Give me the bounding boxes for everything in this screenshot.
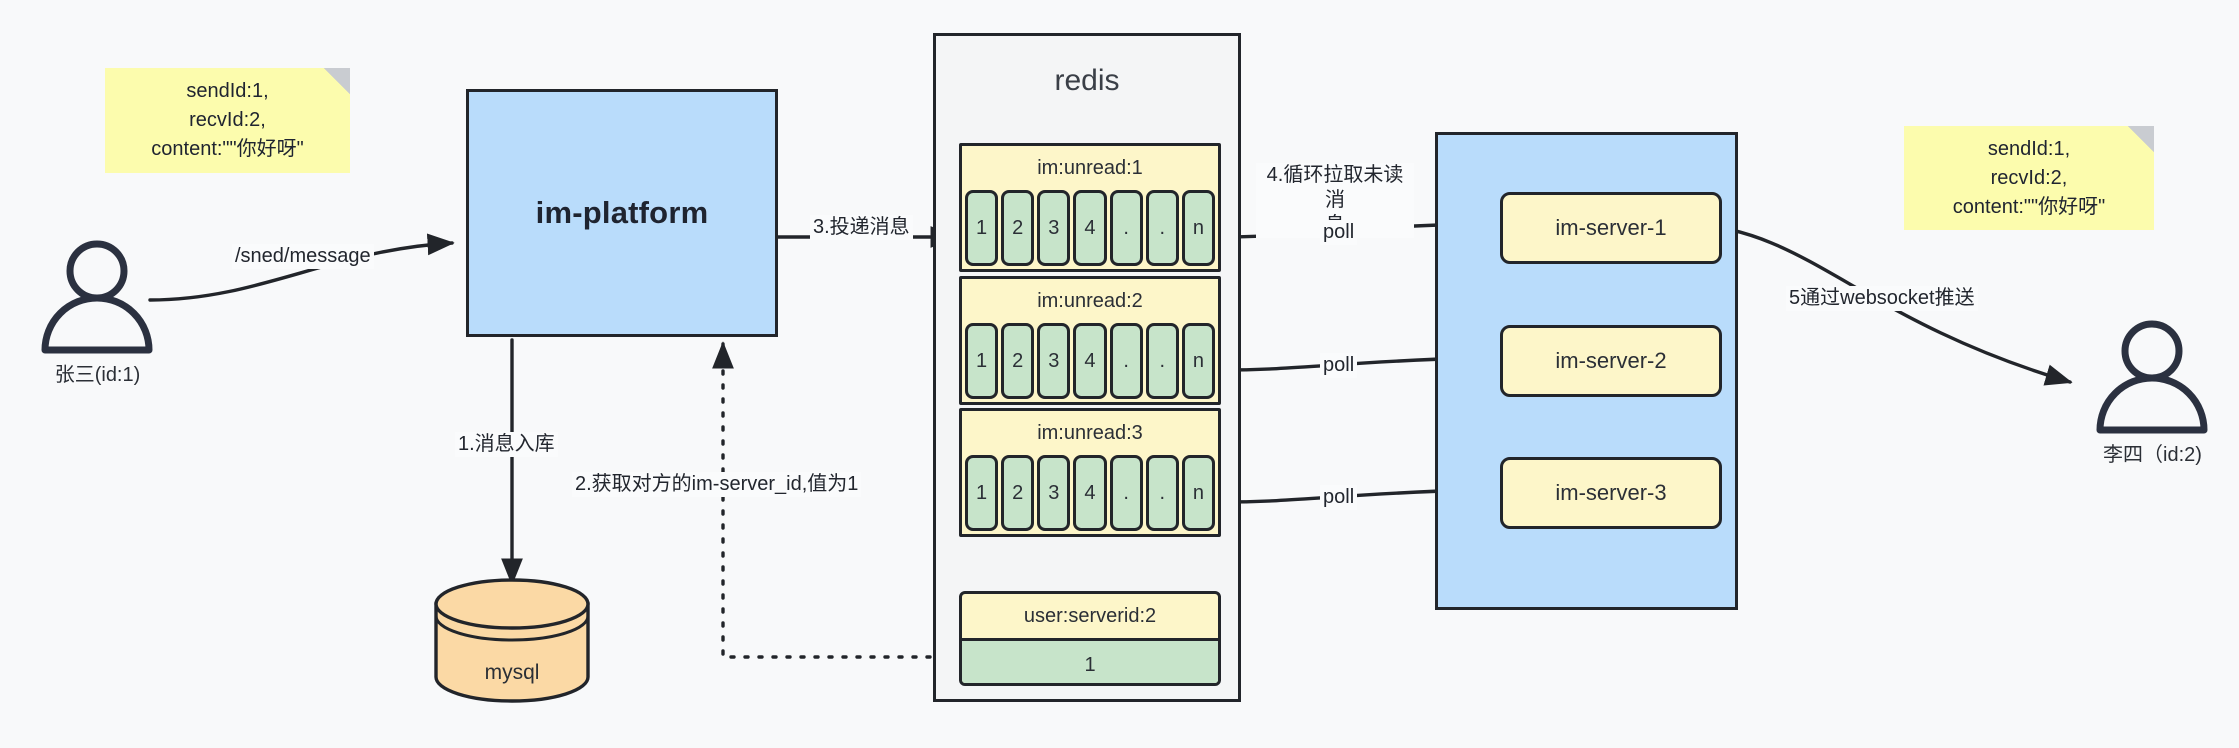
mysql-label: mysql (485, 661, 540, 684)
actor-receiver[interactable]: 李四（id:2) (2085, 320, 2220, 470)
list-cell: n (1181, 455, 1215, 531)
list-cell: 2 (1001, 323, 1035, 399)
redis-key-label: im:unread:3 (1037, 421, 1143, 444)
list-cell: 2 (1001, 455, 1035, 531)
im-server-2-box[interactable]: im-server-2 (1500, 325, 1722, 397)
redis-key-label: im:unread:1 (1037, 156, 1143, 179)
im-server-cluster-box[interactable]: im-server-1 im-server-2 im-server-3 (1435, 132, 1738, 610)
im-server-1-box[interactable]: im-server-1 (1500, 192, 1722, 264)
redis-key-label: im:unread:2 (1037, 289, 1143, 312)
edge-label-poll-3: poll (1320, 485, 1358, 510)
actor-sender[interactable]: 张三(id:1) (30, 240, 165, 386)
sticky-note-right-text: sendId:1, recvId:2, content:""你好呀" (1952, 137, 2106, 218)
im-server-3-label: im-server-3 (1555, 480, 1667, 505)
note-fold-corner (2128, 126, 2154, 152)
im-platform-label: im-platform (535, 195, 709, 230)
list-cell: 4 (1073, 323, 1107, 399)
list-cell: n (1181, 190, 1215, 266)
edge-label-send-message: /sned/message (232, 244, 374, 269)
user-icon (41, 240, 153, 354)
im-server-2-label: im-server-2 (1555, 348, 1667, 373)
list-cell: . (1109, 455, 1143, 531)
edge-label-step3: 3.投递消息 (810, 215, 913, 240)
note-fold-corner (324, 68, 350, 94)
sticky-note-left: sendId:1, recvId:2, content:""你好呀" (105, 68, 350, 173)
list-cell: 1 (965, 455, 999, 531)
list-cell: . (1145, 455, 1179, 531)
redis-list-cells: 1 2 3 4 . . n (962, 323, 1218, 402)
redis-kv-key: user:serverid:2 (1023, 604, 1157, 627)
redis-list-cells: 1 2 3 4 . . n (962, 190, 1218, 269)
redis-box[interactable]: redis im:unread:1 1 2 3 4 . . n im:unrea… (933, 33, 1241, 702)
redis-list-cells: 1 2 3 4 . . n (962, 455, 1218, 534)
list-cell: 1 (965, 323, 999, 399)
list-cell: 4 (1073, 455, 1107, 531)
sticky-note-right: sendId:1, recvId:2, content:""你好呀" (1904, 126, 2154, 230)
im-platform-box[interactable]: im-platform (466, 89, 778, 337)
redis-list-im-unread-2[interactable]: im:unread:2 1 2 3 4 . . n (959, 276, 1221, 405)
user-icon (2096, 320, 2208, 434)
redis-kv-user-serverid[interactable]: user:serverid:2 1 (959, 591, 1221, 686)
list-cell: 2 (1001, 190, 1035, 266)
list-cell: n (1181, 323, 1215, 399)
redis-list-im-unread-1[interactable]: im:unread:1 1 2 3 4 . . n (959, 143, 1221, 272)
edge-label-step5: 5通过websocket推送 (1786, 286, 1978, 311)
actor-receiver-label: 李四（id:2) (2103, 444, 2202, 466)
mysql-database[interactable]: mysql (430, 578, 595, 703)
im-server-3-box[interactable]: im-server-3 (1500, 457, 1722, 529)
edge-label-step2: 2.获取对方的im-server_id,值为1 (572, 472, 862, 497)
list-cell: . (1109, 190, 1143, 266)
list-cell: 3 (1037, 190, 1071, 266)
edge-label-poll-1: poll (1320, 220, 1358, 245)
sticky-note-left-text: sendId:1, recvId:2, content:""你好呀" (151, 80, 304, 160)
database-cylinder-icon: mysql (434, 578, 590, 703)
redis-kv-value: 1 (962, 638, 1218, 683)
redis-list-im-unread-3[interactable]: im:unread:3 1 2 3 4 . . n (959, 408, 1221, 537)
list-cell: 4 (1073, 190, 1107, 266)
edge-label-step1: 1.消息入库 (455, 432, 558, 457)
edge-label-poll-2: poll (1320, 353, 1358, 378)
redis-title: redis (1054, 64, 1120, 97)
actor-sender-label: 张三(id:1) (54, 364, 141, 386)
list-cell: . (1145, 323, 1179, 399)
list-cell: . (1109, 323, 1143, 399)
list-cell: 1 (965, 190, 999, 266)
list-cell: 3 (1037, 323, 1071, 399)
im-server-1-label: im-server-1 (1555, 215, 1667, 240)
list-cell: . (1145, 190, 1179, 266)
list-cell: 3 (1037, 455, 1071, 531)
